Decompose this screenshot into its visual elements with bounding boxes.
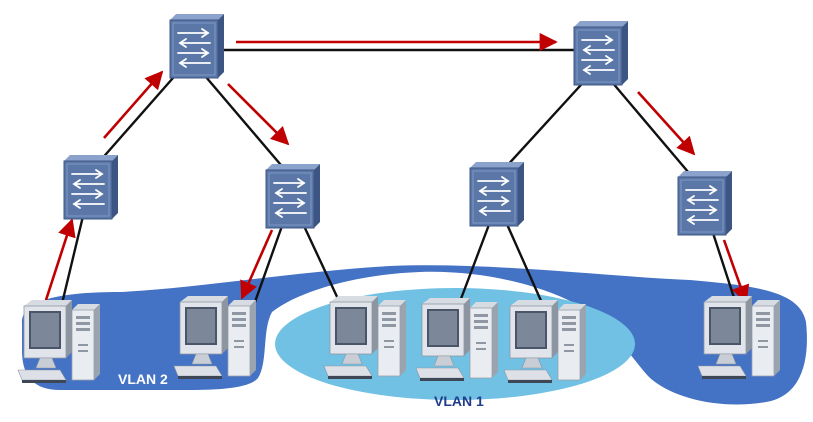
vlan-2-label: VLAN 2 (118, 371, 168, 387)
computer-icon (323, 295, 407, 380)
computer-icon (697, 295, 781, 380)
computer-icon (17, 299, 101, 384)
switch-icon (573, 20, 629, 86)
links (58, 48, 742, 318)
vlan-1-label: VLAN 1 (434, 393, 484, 409)
traffic-arrows (44, 32, 750, 304)
computer-icon (503, 299, 587, 384)
computer-icon (415, 297, 499, 382)
switch-icon (469, 161, 525, 227)
switch-icon (677, 170, 733, 236)
computer-icon (173, 295, 257, 380)
switch-icon (63, 154, 119, 220)
switch-icon (169, 13, 225, 79)
switch-icon (265, 163, 321, 229)
